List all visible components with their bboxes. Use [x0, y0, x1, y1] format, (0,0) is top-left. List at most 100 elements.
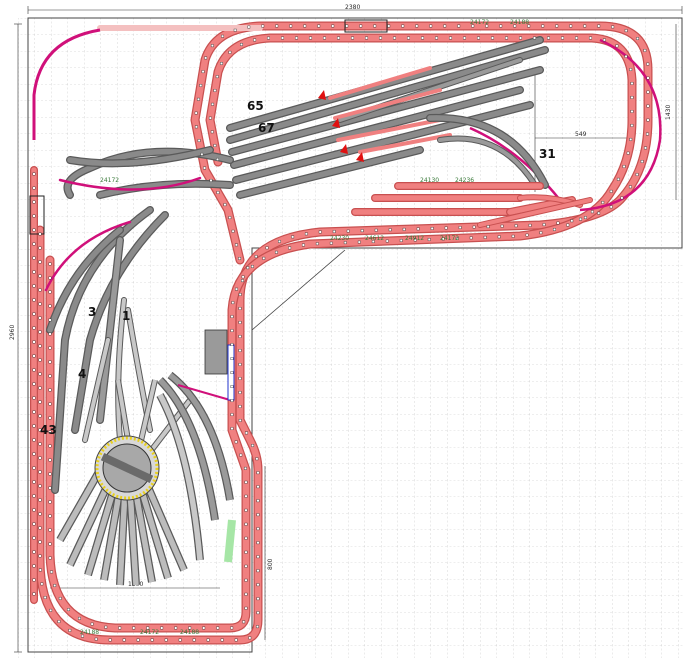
board-outline [27, 17, 683, 653]
storage-yard[interactable] [58, 36, 549, 199]
sleeper-mark [646, 76, 650, 80]
sleeper-mark [122, 638, 126, 642]
sleeper-mark [150, 638, 154, 642]
sleeper-mark [256, 611, 260, 615]
sleeper-mark [611, 25, 615, 29]
curve-top-left[interactable] [32, 28, 101, 140]
sleeper-mark [241, 275, 245, 279]
right-sidings[interactable] [351, 182, 593, 228]
sleeper-mark [32, 452, 36, 456]
turntable-fan[interactable] [56, 371, 234, 586]
sleeper-mark [199, 84, 203, 87]
sleeper-mark [597, 24, 601, 28]
sleeper-mark [231, 301, 235, 305]
sleeper-mark [38, 302, 42, 306]
sleeper-mark [244, 494, 248, 498]
sleeper-mark [304, 232, 308, 236]
sleeper-mark [209, 178, 213, 182]
sleeper-mark [32, 256, 36, 260]
sleeper-mark [32, 522, 36, 526]
sleeper-mark [626, 151, 630, 155]
sleeper-mark [255, 457, 259, 461]
sleeper-mark [256, 597, 260, 601]
curve-right-inner[interactable] [469, 126, 561, 201]
sleeper-mark [329, 241, 333, 245]
curve-right[interactable] [579, 38, 662, 212]
main-loop-outer[interactable] [36, 22, 652, 644]
sleeper-mark [32, 186, 36, 190]
part-label: 24172 [470, 19, 489, 26]
sleeper-mark [646, 62, 650, 66]
sleeper-mark [646, 118, 650, 122]
sleeper-mark [81, 634, 84, 638]
sleeper-mark [48, 542, 52, 546]
sleeper-mark [230, 315, 234, 319]
sleeper-mark [555, 24, 559, 28]
part-label: 24188 [510, 19, 529, 26]
sleeper-mark [48, 416, 52, 420]
sleeper-mark [38, 330, 42, 334]
sleeper-mark [527, 24, 531, 28]
sleeper-mark [497, 235, 501, 239]
sleeper-mark [427, 238, 431, 241]
sleeper-mark [500, 224, 504, 228]
turntable-icon[interactable] [94, 435, 160, 501]
sleeper-mark [640, 160, 644, 163]
sleeper-mark [48, 262, 52, 266]
sleeper-mark [160, 626, 164, 630]
sleeper-mark [234, 440, 238, 444]
sleeper-mark [57, 620, 61, 623]
sleeper-mark [589, 36, 592, 40]
sleeper-mark [458, 226, 462, 229]
sleeper-mark [483, 235, 487, 239]
sleeper-mark [32, 424, 36, 428]
sleeper-mark [48, 332, 52, 336]
sleeper-mark [244, 466, 247, 470]
sleeper-mark [373, 24, 377, 28]
sleeper-mark [221, 34, 225, 38]
sleeper-mark [385, 239, 389, 243]
sleeper-mark [256, 499, 260, 503]
sleeper-mark [635, 173, 639, 176]
sleeper-mark [38, 316, 42, 320]
sleeper-mark [267, 36, 270, 40]
sleeper-mark [525, 233, 529, 237]
signal-icon [318, 90, 364, 162]
sleeper-mark [247, 25, 251, 29]
main-loop-inner[interactable] [46, 34, 636, 632]
sleeper-mark [430, 227, 434, 230]
highlight-track[interactable] [224, 519, 236, 563]
part-label: 24230 [330, 235, 349, 242]
sleeper-mark [244, 578, 248, 582]
sleeper-mark [204, 56, 208, 60]
sleeper-mark [374, 228, 378, 232]
sleeper-mark [256, 471, 260, 475]
sleeper-mark [32, 312, 36, 316]
sleeper-mark [220, 638, 224, 642]
sleeper-mark [579, 217, 582, 221]
left-branches[interactable] [44, 206, 169, 494]
sleeper-mark [622, 165, 626, 168]
sleeper-mark [32, 480, 36, 484]
sleeper-mark [216, 157, 219, 161]
sleeper-mark [104, 625, 108, 629]
sleeper-mark [343, 241, 347, 245]
sleeper-mark [38, 344, 42, 348]
part-label: 24130 [420, 177, 439, 184]
sleeper-mark [32, 438, 36, 442]
sleeper-mark [38, 260, 42, 264]
sleeper-mark [32, 200, 36, 204]
sleeper-mark [32, 396, 36, 400]
sleeper-mark [230, 399, 234, 403]
sleeper-mark [542, 223, 546, 227]
sleeper-mark [256, 541, 260, 545]
sleeper-mark [238, 405, 242, 408]
sleeper-mark [48, 388, 52, 392]
sleeper-mark [251, 444, 255, 447]
sleeper-mark [234, 243, 238, 247]
sleeper-mark [241, 279, 244, 283]
board-diagonal [251, 249, 346, 331]
sleeper-mark [230, 427, 234, 431]
